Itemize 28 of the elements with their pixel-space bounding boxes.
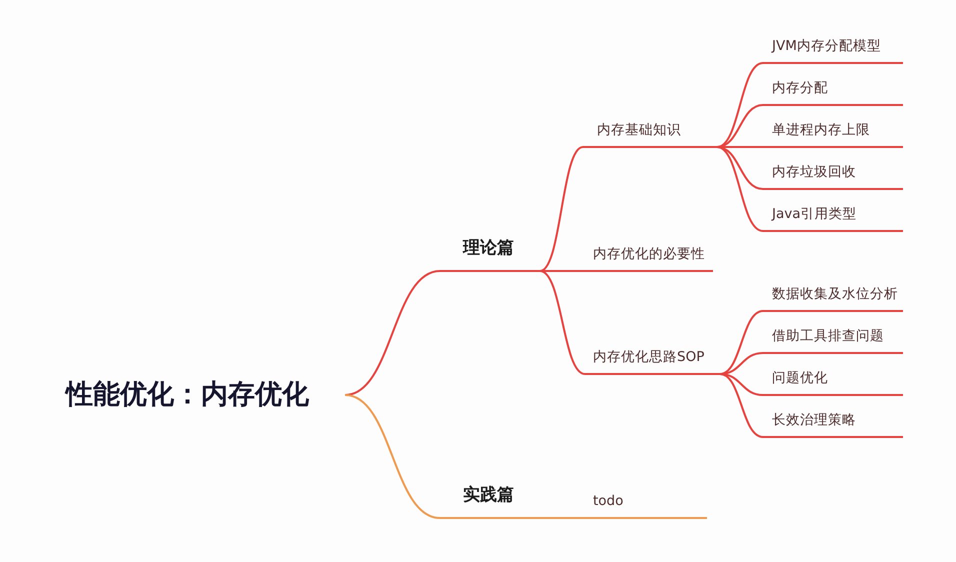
branch-topic: 内存优化的必要性 [560, 242, 713, 272]
branch-connector [717, 146, 763, 148]
branch-topic: 长效治理策略 [763, 408, 903, 438]
branch-topic: 理论篇 [440, 236, 540, 272]
branch-connector [540, 270, 560, 272]
central-topic: 性能优化：内存优化 [66, 378, 345, 412]
branch-connector [344, 394, 440, 519]
branch-connector [540, 517, 560, 519]
branch-topic: 单进程内存上限 [763, 118, 903, 148]
branch-connector [540, 270, 586, 375]
branch-connector [720, 310, 764, 375]
branch-connector [720, 373, 764, 438]
branch-connector [716, 104, 764, 148]
branch-connector [716, 146, 764, 232]
branch-topic: 实践篇 [440, 483, 540, 519]
branch-connector [540, 146, 584, 272]
branch-topic: 内存分配 [763, 76, 903, 106]
branch-topic: 问题优化 [763, 366, 903, 396]
branch-topic: 内存垃圾回收 [763, 160, 903, 190]
branch-topic: Java引用类型 [763, 202, 903, 232]
branch-topic: todo [560, 489, 707, 519]
branch-topic: 借助工具排查问题 [763, 324, 903, 354]
branch-topic: 内存基础知识 [583, 118, 717, 148]
branch-connector [716, 146, 764, 190]
branch-topic: 内存优化思路SOP [585, 345, 720, 375]
branch-topic: 数据收集及水位分析 [763, 282, 903, 312]
branch-connector [720, 373, 764, 396]
branch-topic: JVM内存分配模型 [763, 34, 903, 64]
